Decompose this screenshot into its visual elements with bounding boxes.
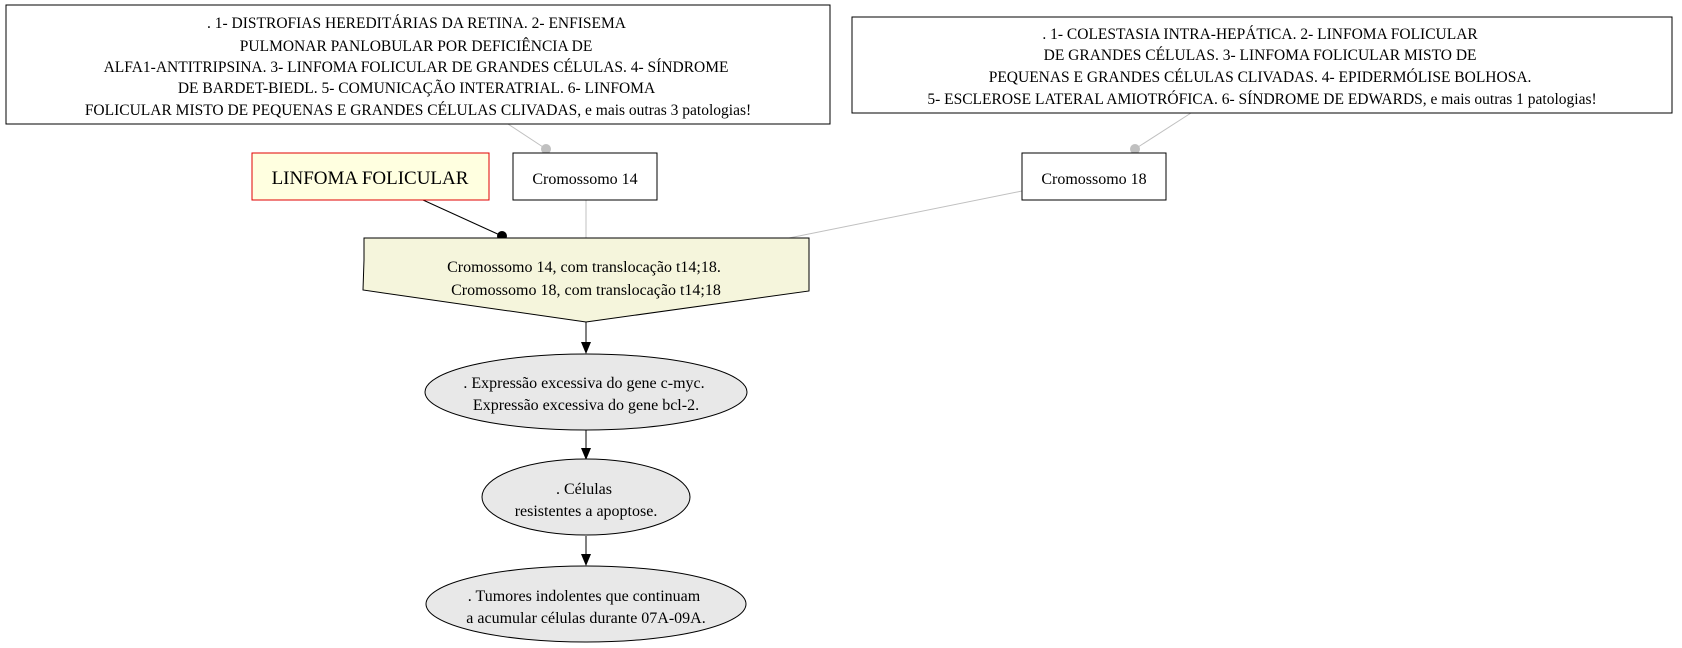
arrowhead-gene bbox=[581, 342, 591, 354]
tumors-line: a acumular células durante 07A-09A. bbox=[466, 610, 705, 627]
chr14-pathologies-line: PULMONAR PANLOBULAR POR DEFICIÊNCIA DE bbox=[240, 38, 593, 55]
gene-expression-node[interactable]: . Expressão excessiva do gene c-myc. Exp… bbox=[424, 353, 748, 431]
chr14-pathologies-line: ALFA1-ANTITRIPSINA. 3- LINFOMA FOLICULAR… bbox=[104, 59, 729, 76]
svg-text:. Células resistentes a: . Células resistentes a apoptose. bbox=[515, 481, 658, 520]
chr18-pathologies-line: DE GRANDES CÉLULAS. 3- LINFOMA FOLICULAR… bbox=[1044, 47, 1477, 64]
svg-text:. 1- DISTROFIAS HEREDITÁRIAS D: . 1- DISTROFIAS HEREDITÁRIAS DA RETINA. … bbox=[85, 15, 751, 119]
chr18-node[interactable]: Cromossomo 18 bbox=[1021, 152, 1167, 201]
disease-label: LINFOMA FOLICULAR bbox=[272, 168, 469, 189]
edge-dot-chr14 bbox=[541, 144, 551, 154]
edge-chr18-translocation bbox=[783, 190, 1023, 240]
apoptosis-line: . Células bbox=[556, 481, 612, 498]
gene-expression-line: . Expressão excessiva do gene c-myc. bbox=[463, 375, 704, 392]
svg-text:. Tumores indolentes que conti: . Tumores indolentes que continuam a acu… bbox=[466, 588, 705, 627]
edge-chr14-pathologies bbox=[507, 123, 547, 150]
edge-disease-translocation bbox=[422, 199, 503, 237]
gene-expression-line: Expressão excessiva do gene bcl-2. bbox=[473, 397, 699, 414]
svg-text:. 1- COLESTASIA INTRA-HEPÁTICA: . 1- COLESTASIA INTRA-HEPÁTICA. 2- LINFO… bbox=[927, 26, 1596, 108]
edges bbox=[422, 112, 1192, 566]
disease-node[interactable]: LINFOMA FOLICULAR bbox=[251, 152, 490, 201]
edge-chr18-pathologies bbox=[1134, 112, 1192, 150]
chr14-node[interactable]: Cromossomo 14 bbox=[512, 152, 658, 201]
chr14-pathologies-line: FOLICULAR MISTO DE PEQUENAS E GRANDES CÉ… bbox=[85, 102, 751, 119]
translocation-line: Cromossomo 14, com translocação t14;18. bbox=[447, 259, 721, 276]
chr18-pathologies-line: 5- ESCLEROSE LATERAL AMIOTRÓFICA. 6- SÍN… bbox=[927, 91, 1596, 108]
chr18-pathologies-line: . 1- COLESTASIA INTRA-HEPÁTICA. 2- LINFO… bbox=[1042, 26, 1478, 43]
chr18-pathologies-node[interactable]: . 1- COLESTASIA INTRA-HEPÁTICA. 2- LINFO… bbox=[851, 16, 1673, 114]
arrowhead-tumors bbox=[581, 554, 591, 566]
tumors-line: . Tumores indolentes que continuam bbox=[468, 588, 701, 605]
translocation-line: Cromossomo 18, com translocação t14;18 bbox=[451, 282, 721, 299]
edge-dot-chr18 bbox=[1130, 144, 1140, 154]
svg-text:. Expressão excessiva do gene: . Expressão excessiva do gene c-myc. Exp… bbox=[463, 375, 708, 414]
chr14-pathologies-line: DE BARDET-BIEDL. 5- COMUNICAÇÃO INTERATR… bbox=[178, 80, 656, 97]
chr14-pathologies-node[interactable]: . 1- DISTROFIAS HEREDITÁRIAS DA RETINA. … bbox=[5, 4, 831, 125]
translocation-node[interactable]: Cromossomo 14, com translocação t14;18. … bbox=[362, 237, 810, 323]
chr18-pathologies-line: PEQUENAS E GRANDES CÉLULAS CLIVADAS. 4- … bbox=[989, 69, 1532, 86]
apoptosis-node[interactable]: . Células resistentes a apoptose. bbox=[481, 458, 691, 536]
apoptosis-line: resistentes a apoptose. bbox=[515, 503, 658, 520]
chr18-label: Cromossomo 18 bbox=[1041, 171, 1146, 188]
chr14-pathologies-line: . 1- DISTROFIAS HEREDITÁRIAS DA RETINA. … bbox=[207, 15, 627, 32]
tumors-node[interactable]: . Tumores indolentes que continuam a acu… bbox=[425, 565, 747, 643]
arrowhead-apoptosis bbox=[581, 448, 591, 460]
chr14-label: Cromossomo 14 bbox=[532, 171, 637, 188]
svg-text:Cromossomo 14, com translocaçã: Cromossomo 14, com translocação t14;18. … bbox=[447, 259, 725, 299]
